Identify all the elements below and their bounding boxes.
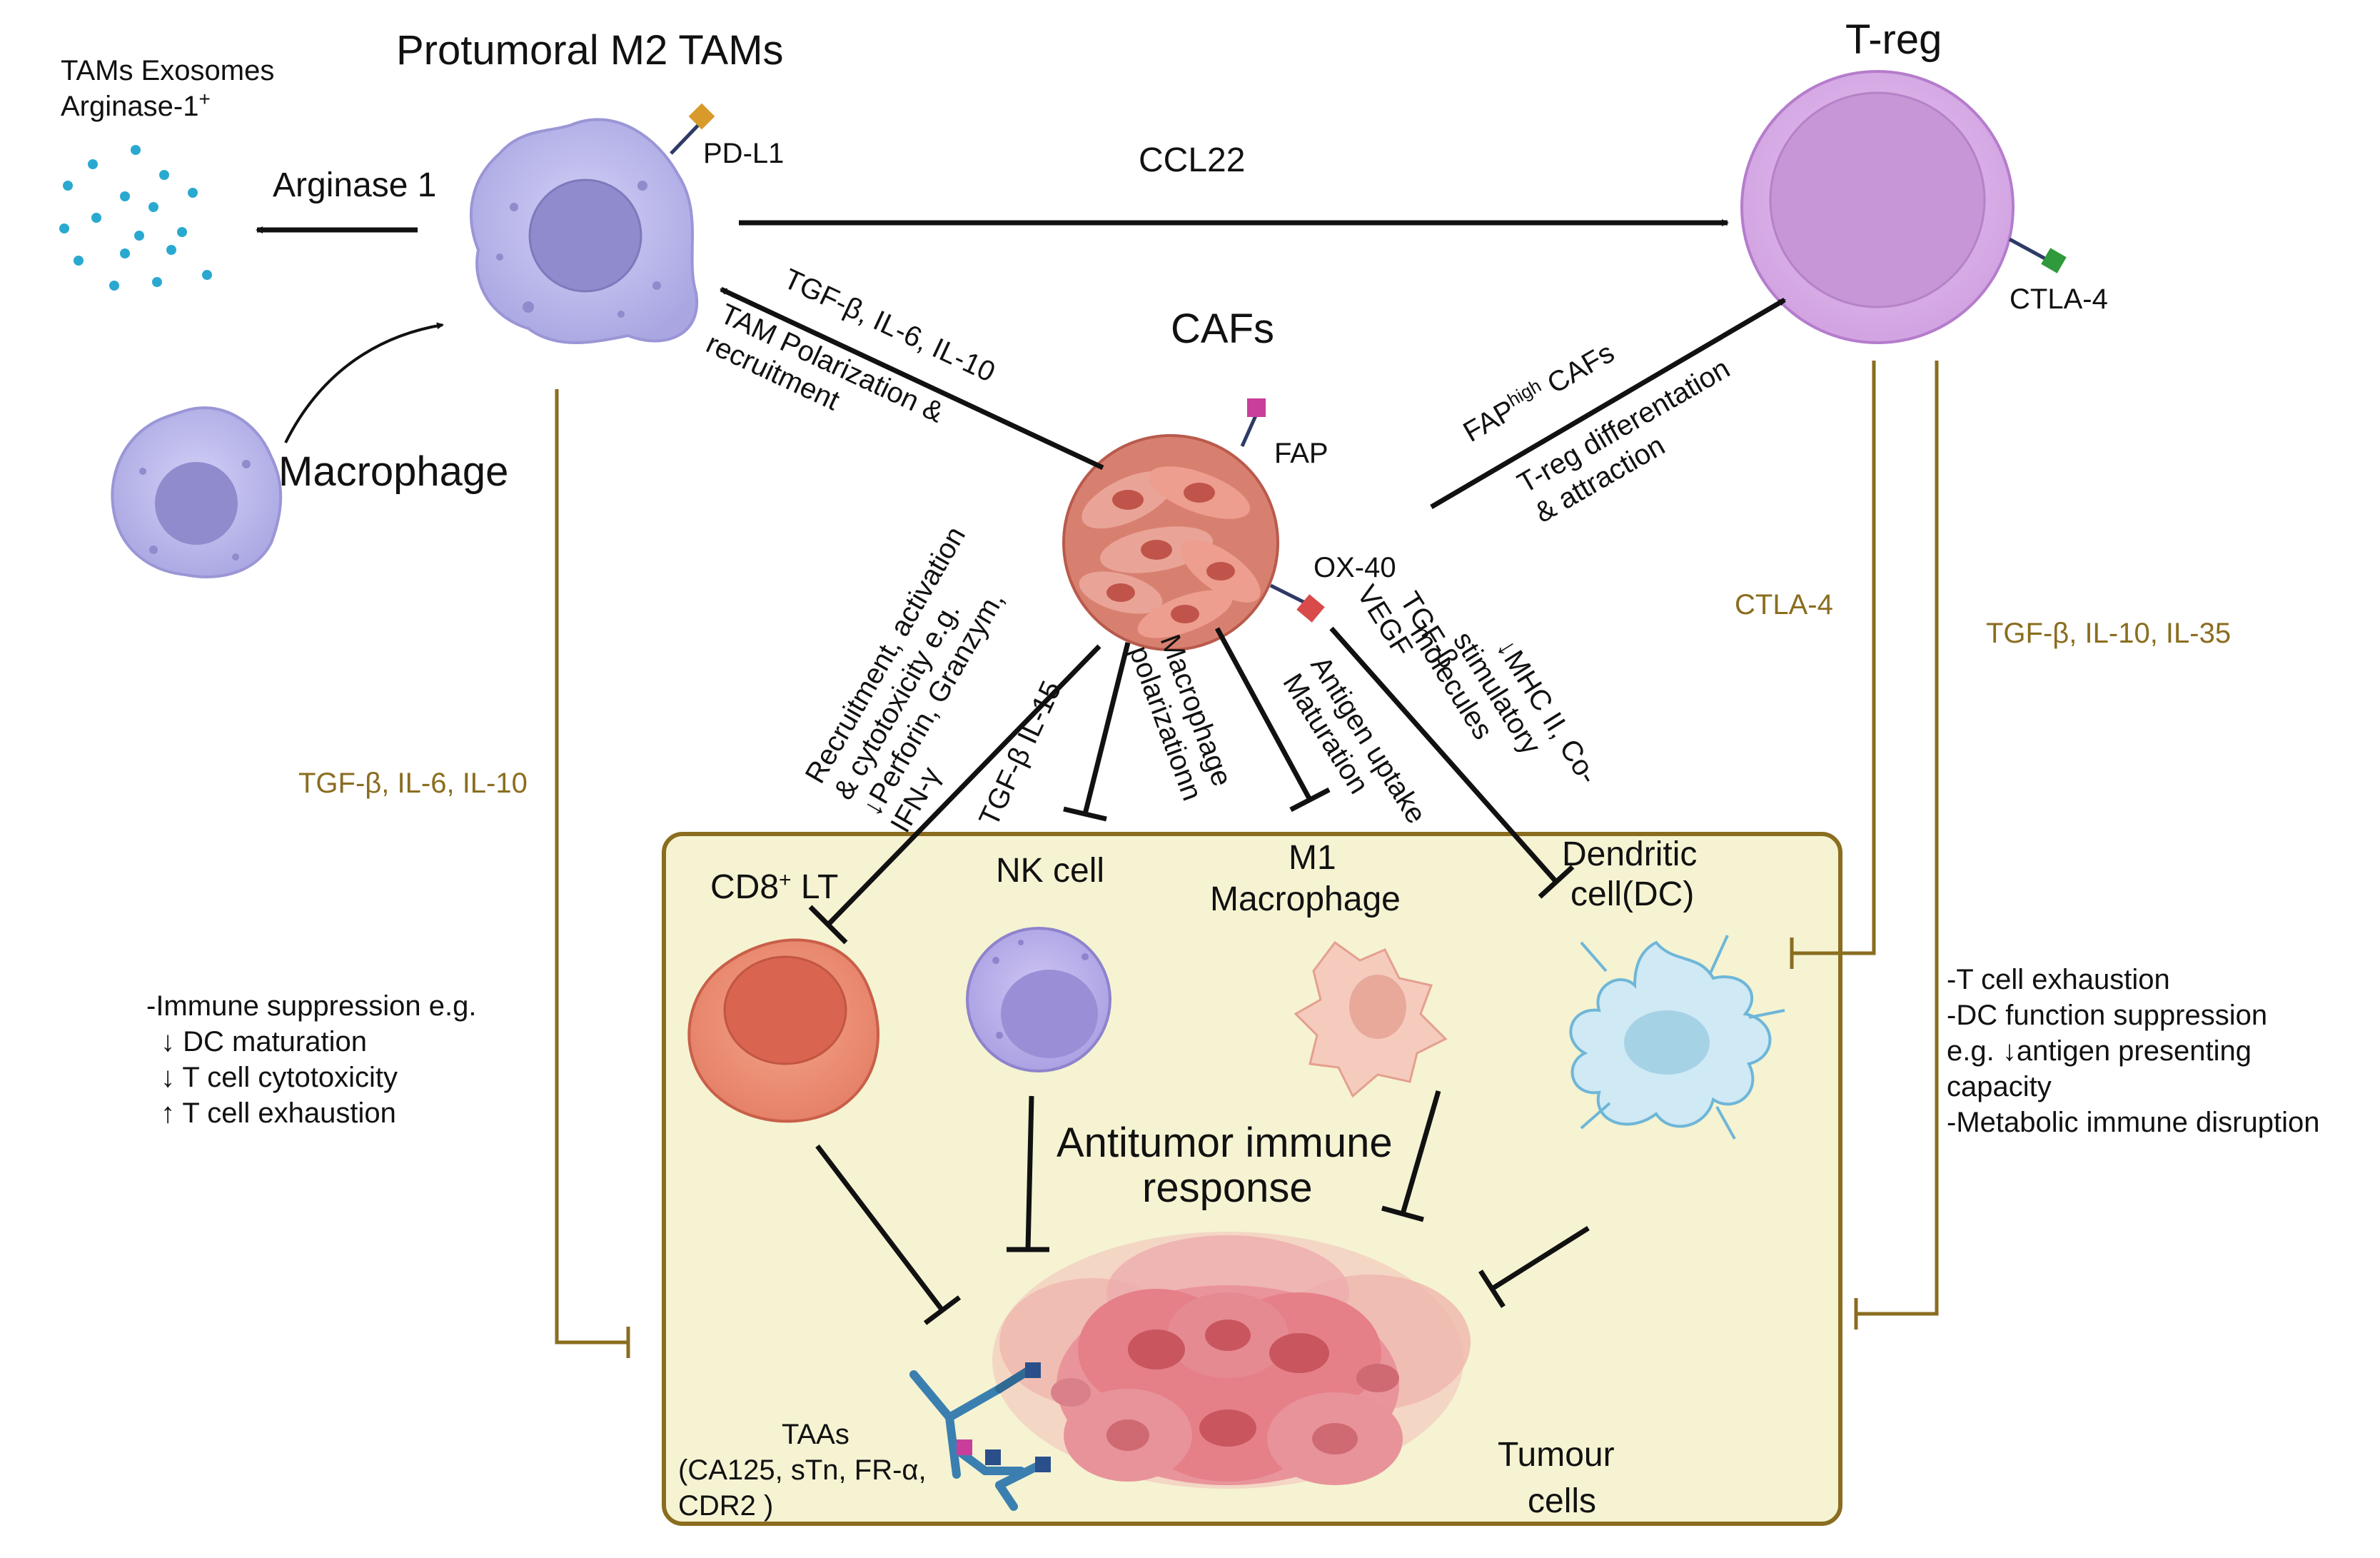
taas-line2: (CA125, sTn, FR-α, bbox=[678, 1454, 927, 1486]
dc-antigen-label: Antigen uptake Maturation bbox=[1276, 650, 1432, 829]
m1-polarization-label: Macrophage polarizationn bbox=[1123, 630, 1238, 805]
fap-receptor-icon bbox=[1247, 398, 1266, 417]
taas-line3: CDR2 ) bbox=[678, 1490, 773, 1522]
m2-tam-cell bbox=[470, 118, 705, 344]
ox-40-receptor-icon bbox=[1296, 594, 1325, 623]
macrophage-cell bbox=[111, 406, 283, 578]
m1-label-line1: M1 bbox=[1289, 839, 1336, 877]
antibody-icon bbox=[909, 1362, 1041, 1479]
nk-cell-label: NK cell bbox=[996, 852, 1104, 890]
ccl22-label: CCL22 bbox=[1139, 141, 1245, 179]
treg-title: T-reg bbox=[1845, 16, 1942, 63]
treg-inhibits-box-line bbox=[1854, 361, 1939, 1330]
dc-label-line1: Dendritic bbox=[1562, 835, 1697, 873]
left-note-1: -Immune suppression e.g. bbox=[146, 990, 476, 1022]
dc-label-line2: cell(DC) bbox=[1570, 875, 1694, 913]
exosomes-label-line2: Arginase-1+ bbox=[61, 88, 211, 122]
tam-polarization-label: TGF-β, IL-6, IL-10 TAM Polarization & re… bbox=[702, 263, 1000, 428]
arginase-label: Arginase 1 bbox=[273, 166, 436, 204]
fap-label: FAP bbox=[1274, 438, 1328, 469]
caf-to-m2-arrow bbox=[720, 286, 1104, 471]
pd-l1-label: PD-L1 bbox=[703, 138, 784, 169]
antitumor-response-box bbox=[662, 832, 1842, 1526]
treg-cytokines-label: TGF-β, IL-10, IL-35 bbox=[1986, 618, 2231, 649]
cd8-lt-label: CD8+ LT bbox=[710, 868, 838, 906]
m1-inhibits-tumour-line bbox=[1381, 1090, 1441, 1222]
caf-inhibits-cd8-line bbox=[808, 644, 1101, 945]
cafs-title: CAFs bbox=[1171, 306, 1274, 352]
caf-inhibits-dc-line bbox=[1329, 626, 1575, 899]
m1-macrophage-cell bbox=[1294, 940, 1448, 1098]
treg-cell bbox=[1740, 70, 2050, 344]
m1-label-line2: Macrophage bbox=[1210, 880, 1401, 918]
right-note-4: capacity bbox=[1947, 1071, 2052, 1102]
caf-inhibits-m1-line bbox=[1214, 627, 1331, 813]
nk-cell bbox=[966, 927, 1111, 1072]
right-notes: -T cell exhaustion -DC function suppress… bbox=[1947, 964, 2319, 1138]
left-notes: -Immune suppression e.g. ↓ DC maturation… bbox=[146, 990, 476, 1129]
caf-to-treg-arrow bbox=[1430, 297, 1786, 510]
ctla-4-receptor-label: CTLA-4 bbox=[2010, 283, 2108, 315]
cd8-lt-cell bbox=[687, 938, 879, 1123]
macrophage-label: Macrophage bbox=[278, 448, 508, 495]
left-note-2: ↓ DC maturation bbox=[161, 1026, 367, 1057]
right-note-1: -T cell exhaustion bbox=[1947, 964, 2170, 995]
dendritic-cell bbox=[1569, 935, 1785, 1140]
ctla-4-receptor-icon bbox=[2041, 248, 2067, 273]
caf-cluster bbox=[1062, 413, 1308, 651]
cd8-inhibits-tumour-line bbox=[815, 1144, 962, 1325]
exosomes-label-line1: TAMs Exosomes bbox=[61, 55, 274, 86]
right-note-3: e.g. ↓antigen presenting bbox=[1947, 1035, 2252, 1067]
treg-differentiation-label: FAPhigh CAFs T-reg differentation & attr… bbox=[1458, 337, 1735, 529]
m2-tams-title: Protumoral M2 TAMs bbox=[396, 27, 784, 74]
macrophage-to-m2-arrow bbox=[284, 322, 444, 443]
taas-line1: TAAs bbox=[782, 1419, 849, 1450]
tumour-label-line2: cells bbox=[1528, 1482, 1596, 1520]
exosome-dots bbox=[59, 145, 212, 291]
left-note-4: ↑ T cell exhaustion bbox=[161, 1097, 396, 1129]
nk-cytokine-label: TGF-β IL-15 bbox=[973, 676, 1067, 831]
nk-inhibits-tumour-line bbox=[1007, 1095, 1049, 1252]
m2-inhibits-box-line bbox=[555, 389, 630, 1358]
m2-cytokines-label: TGF-β, IL-6, IL-10 bbox=[298, 768, 528, 799]
caf-inhibits-nk-line bbox=[1063, 642, 1131, 822]
tumour-label-line1: Tumour bbox=[1498, 1436, 1615, 1474]
right-note-5: -Metabolic immune disruption bbox=[1947, 1107, 2319, 1138]
tumour-cell-mass bbox=[992, 1232, 1471, 1489]
dc-inhibits-tumour-line bbox=[1478, 1226, 1590, 1308]
left-note-3: ↓ T cell cytotoxicity bbox=[161, 1062, 398, 1093]
right-note-2: -DC function suppression bbox=[1947, 1000, 2267, 1031]
antibody-icon bbox=[995, 1457, 1051, 1511]
antitumor-title-line1: Antitumor immune bbox=[1057, 1120, 1393, 1166]
antitumor-title-line2: response bbox=[1142, 1165, 1313, 1211]
ox-40-label: OX-40 bbox=[1313, 552, 1396, 583]
pd-l1-receptor-icon bbox=[688, 103, 715, 130]
treg-ctla4-label: CTLA-4 bbox=[1735, 589, 1833, 620]
treg-inhibits-dc-line bbox=[1790, 361, 1876, 969]
